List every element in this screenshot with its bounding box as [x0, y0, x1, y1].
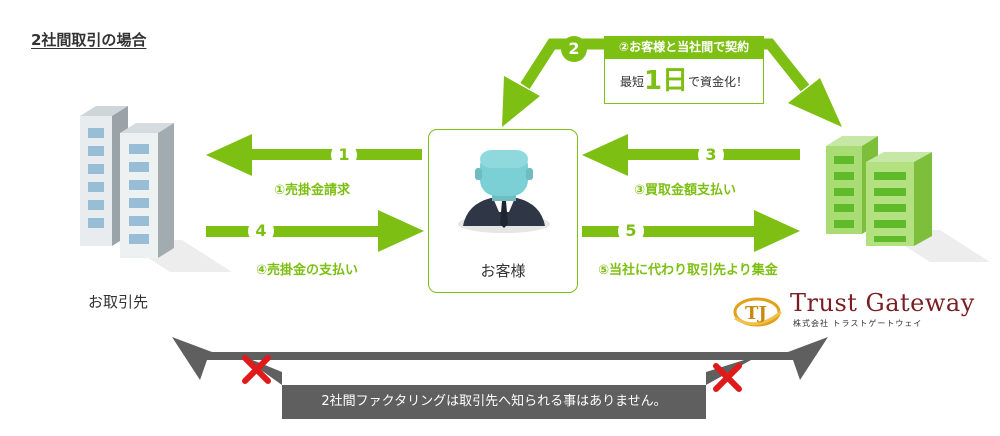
step-4-badge: 4 — [248, 218, 274, 244]
step-2-label: ②お客様と当社間で契約 — [604, 36, 764, 58]
logo-name: Trust Gateway — [790, 289, 975, 317]
client-building-icon — [80, 106, 174, 258]
arrow-4-receivable-payment — [206, 210, 424, 252]
step-1-badge: 1 — [331, 142, 357, 168]
step-3-badge: 3 — [698, 142, 724, 168]
customer-node: お客様 — [428, 129, 578, 293]
cross-mark-icon — [713, 363, 742, 392]
gateway-building-icon — [826, 136, 932, 246]
step-4-label: ④売掛金の支払い — [256, 263, 359, 278]
company-logo: TJ Trust Gateway 株式会社 トラストゲートウェイ — [727, 288, 987, 332]
funding-note-highlight: 1日 — [643, 66, 689, 96]
funding-note-prefix: 最短 — [619, 75, 644, 89]
step-5-badge: 5 — [618, 218, 644, 244]
funding-speed-note: 最短1日で資金化！ — [604, 58, 764, 104]
client-label: お取引先 — [88, 293, 149, 311]
funding-note-suffix: で資金化！ — [688, 75, 749, 89]
logo-mark-icon: TJ — [733, 297, 782, 327]
customer-label: お客様 — [480, 262, 526, 280]
step-2-badge: 2 — [561, 36, 587, 62]
contract-callout: ②お客様と当社間で契約 最短1日で資金化！ — [604, 36, 764, 104]
step-5-label: ⑤当社に代わり取引先より集金 — [598, 263, 778, 278]
customer-avatar-icon — [458, 150, 550, 233]
secrecy-note-banner: 2社間ファクタリングは取引先へ知られる事はありません。 — [282, 385, 706, 419]
logo-subtitle: 株式会社 トラストゲートウェイ — [793, 319, 923, 328]
arrow-1-invoice — [206, 134, 422, 176]
svg-text:TJ: TJ — [745, 303, 767, 324]
page-title: 2社間取引の場合 — [31, 31, 147, 49]
cross-mark-icon — [242, 355, 271, 384]
step-3-label: ③買取金額支払い — [634, 183, 737, 198]
arrow-5-collection — [582, 210, 800, 252]
step-1-label: ①売掛金請求 — [274, 183, 351, 198]
arrow-3-purchase-payment — [582, 134, 800, 176]
